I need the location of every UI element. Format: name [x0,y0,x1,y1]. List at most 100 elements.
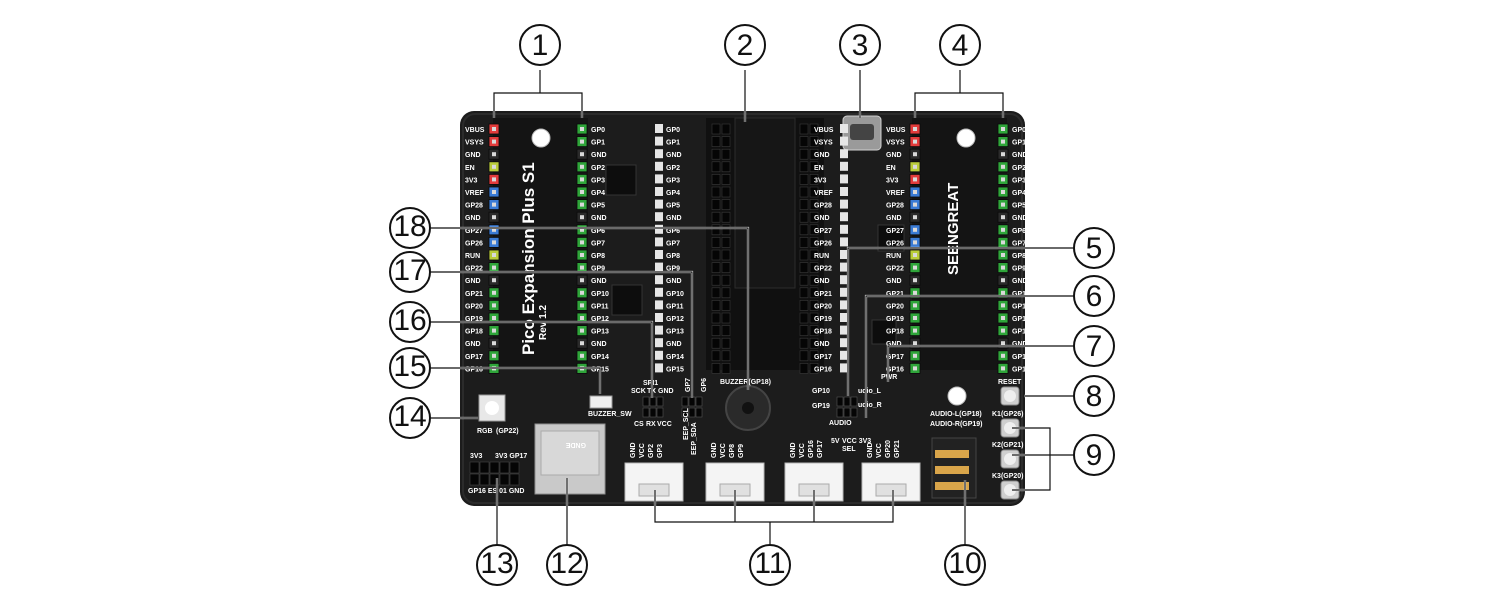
mid-left-label-5: GP4 [666,190,680,197]
left-header-label-2: GND [465,152,481,159]
right-pico-right-label-6: GP5 [1012,203,1026,210]
center-left-pin-14-1 [721,300,731,311]
right-pico-left-label-19: GP16 [886,366,904,373]
right-header-label-8: GP6 [591,228,605,235]
right-inner-pin-contact-15 [1001,316,1005,320]
leader-4 [913,70,1005,118]
mid-left-label-10: GP8 [666,253,680,260]
rgb-label: RGB [477,428,493,435]
mid-left-pin-4 [655,174,663,184]
center-right-pin-1-1 [809,136,819,147]
center-right-pin-14-1 [809,300,819,311]
left-bottom-pin-1-0 [469,473,480,486]
mid-right-pin-15 [840,313,848,322]
callout-8: 8 [1073,375,1115,417]
grove-pin-label-1-0: GND [711,442,718,458]
right-inner-pin-contact-7 [1001,215,1005,220]
sel-label: SEL [842,446,856,453]
right-inner-pin-contact-3 [1001,164,1005,169]
mid-right-label-2: GND [814,152,830,159]
left-outer-pin-contact-8 [492,227,496,232]
audio-l-label: AUDIO-L(GP18) [930,411,982,418]
right-header-label-3: GP2 [591,165,605,172]
grove-pin-label-1-2: GP8 [729,444,736,458]
audio-lr-r-label: udio_R [858,402,882,409]
spi1-label: SPI1 [643,380,658,387]
right-outer-pin-contact-11 [913,265,917,270]
center-left-pin-19-0 [711,363,721,374]
center-right-pin-5-1 [809,186,819,198]
left-inner-pin-contact-17 [580,341,584,346]
audio-slider-1 [935,450,969,458]
gp19-side-label: GP19 [812,403,830,410]
callout-18: 18 [389,207,431,249]
callout-15: 15 [389,347,431,389]
right-outer-pin-contact-0 [913,127,917,131]
mid-left-pin-12 [655,275,663,285]
right-pico-left-label-18: GP17 [886,354,904,361]
mid-left-pin-16 [655,325,663,335]
spi-vcc-label: VCC [657,421,672,428]
callout-5: 5 [1073,227,1115,269]
left-outer-pin-contact-11 [492,265,496,270]
callout-number-17: 17 [393,254,426,287]
right-outer-pin-contact-16 [913,328,917,333]
right-pico-right-label-1: GP1 [1012,140,1026,147]
pwr-label: PWR [881,374,897,381]
right-header-label-6: GP5 [591,203,605,210]
left-conn-label-b: 3V3 GP17 [495,453,527,460]
left-header-label-18: GP17 [465,354,483,361]
right-header-label-15: GP12 [591,316,609,323]
left-inner-pin-contact-13 [580,290,584,295]
right-inner-pin-contact-2 [1001,152,1005,157]
center-right-pin-1-0 [799,136,809,147]
callout-number-6: 6 [1086,280,1103,313]
right-inner-pin-contact-6 [1001,202,1005,207]
left-bottom-pin-0-2 [489,461,500,474]
right-header-label-4: GP3 [591,177,605,184]
callout-circle-17 [389,251,431,293]
mid-right-pin-0 [840,124,848,133]
right-pico-left-label-4: 3V3 [886,177,899,184]
left-header-label-0: VBUS [465,127,485,134]
right-inner-pin-contact-5 [1001,190,1005,194]
center-left-pin-2-0 [711,148,721,160]
mid-left-pin-13 [655,287,663,297]
right-header-label-12: GND [591,278,607,285]
right-inner-pin-contact-13 [1001,290,1005,295]
right-pico-left-label-1: VSYS [886,140,905,147]
left-inner-pin-contact-2 [580,152,584,157]
audio-r-label: AUDIO-R(GP19) [930,421,983,428]
right-outer-pin-contact-19 [913,366,917,371]
callout-number-18: 18 [393,210,426,243]
mid-right-label-18: GP17 [814,354,832,361]
callout-14: 14 [389,397,431,439]
gp6-side-label: GP6 [701,378,708,392]
callout-13: 13 [476,544,518,586]
center-right-pin-17-0 [799,337,809,349]
right-header-label-13: GP10 [591,291,609,298]
mid-right-label-11: GP22 [814,266,832,273]
mid-left-pin-14 [655,300,663,310]
center-right-pin-6-1 [809,199,819,210]
grove-pin-label-3-1: VCC [876,443,883,458]
callout-3: 3 [839,24,881,66]
center-right-pin-4-1 [809,174,819,185]
eep-scl-label: EEP_SCL [683,407,690,440]
grove-pin-label-3-0: GND [867,442,874,458]
center-left-pin-17-1 [721,337,731,349]
mid-right-pin-12 [840,275,848,285]
grove-pin-label-2-0: GND [790,442,797,458]
leader-outline-17 [430,271,693,398]
right-outer-pin-contact-15 [913,316,917,320]
left-bottom-pin-1-2 [489,473,500,486]
right-pico-right-label-16: GP13 [1012,329,1030,336]
left-header-label-5: VREF [465,190,484,197]
leader-outline-5 [847,247,1074,396]
left-outer-pin-contact-1 [492,139,496,144]
mid-left-label-15: GP12 [666,316,684,323]
grove-pin-label-2-3: GP17 [817,440,824,458]
left-header-label-4: 3V3 [465,177,478,184]
mid-right-pin-3 [840,161,848,171]
right-inner-pin-contact-18 [1001,353,1005,358]
